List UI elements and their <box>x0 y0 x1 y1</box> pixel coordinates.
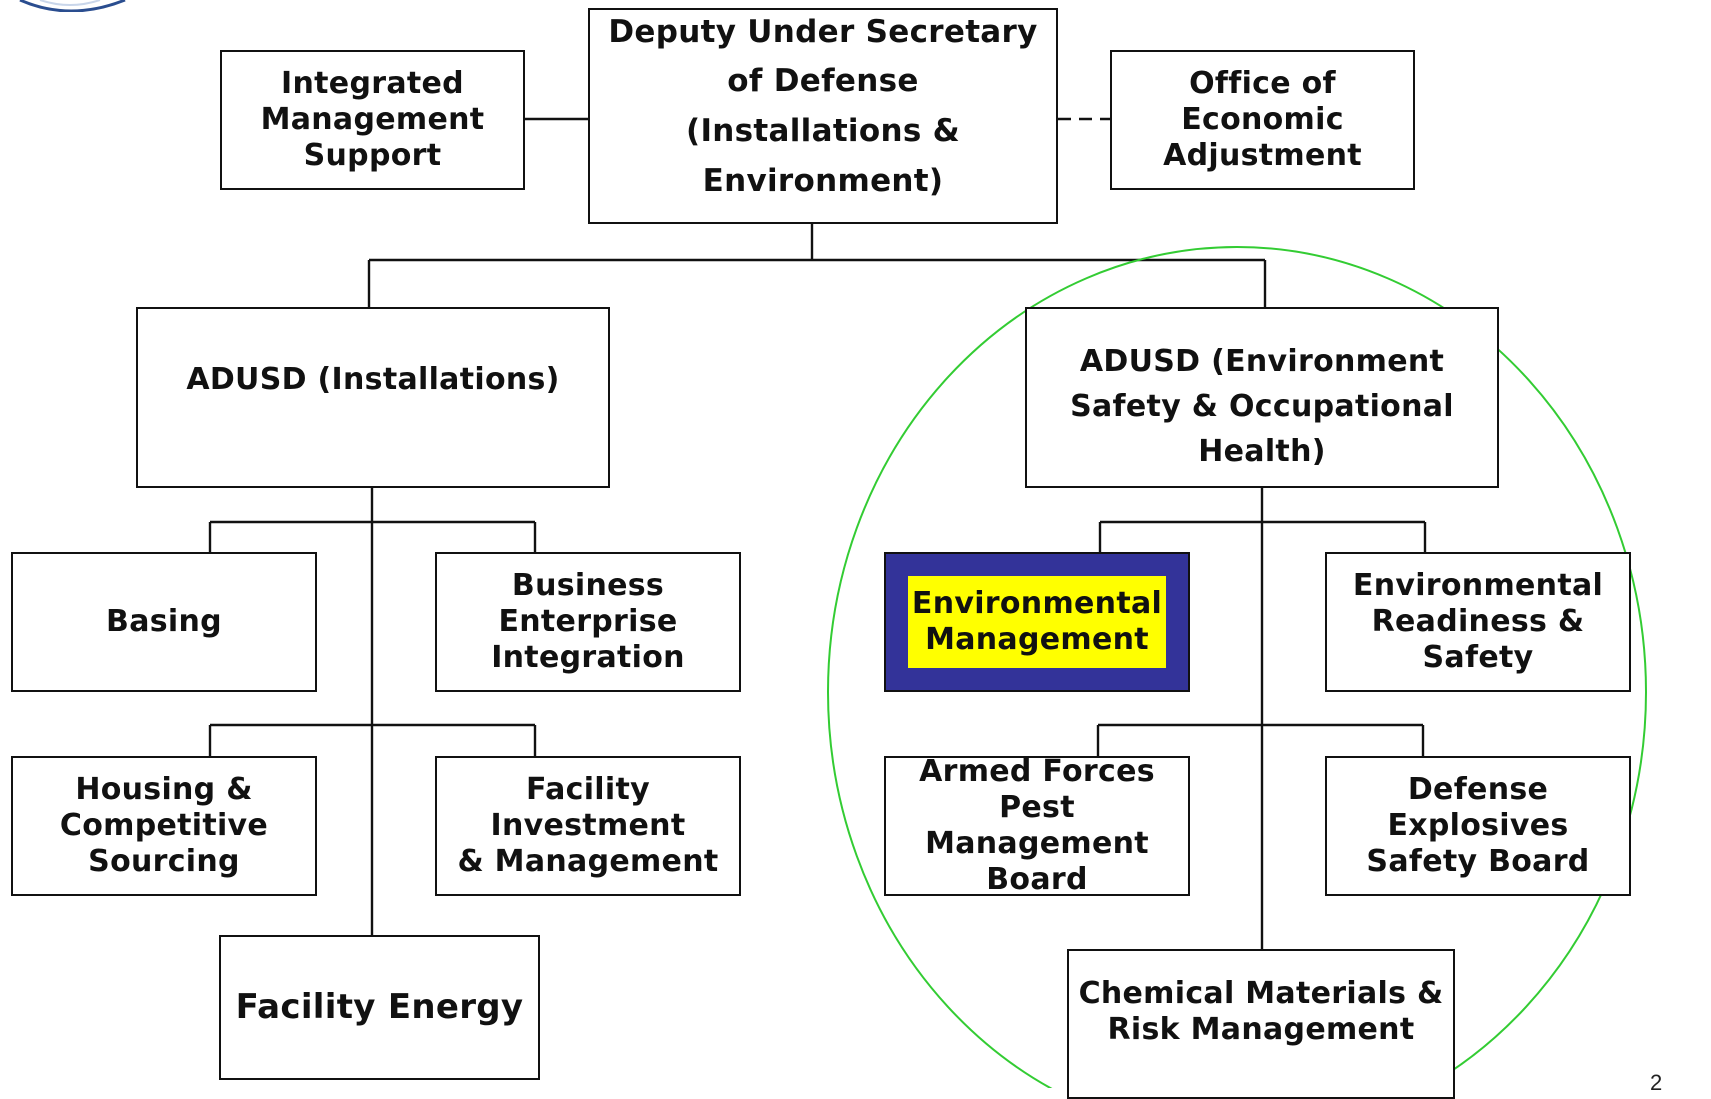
seal-logo <box>19 0 126 12</box>
box-environmental-readiness-safety: Environmental Readiness & Safety <box>1325 552 1631 692</box>
box-housing-label: Housing & Competitive Sourcing <box>59 772 269 879</box>
box-basing-label: Basing <box>106 604 222 640</box>
box-adusd-environment: ADUSD (Environment Safety & Occupational… <box>1025 307 1499 488</box>
box-integrated-management-support: Integrated Management Support <box>220 50 525 190</box>
box-facility-energy: Facility Energy <box>219 935 540 1080</box>
box-adusd-environment-label: ADUSD (Environment Safety & Occupational… <box>1070 344 1454 469</box>
box-desb-label: Defense Explosives Safety Board <box>1366 772 1590 879</box>
box-afpmb-label: Armed Forces Pest Management Board <box>919 754 1155 897</box>
box-bei-label: Business Enterprise Integration <box>491 568 685 675</box>
box-chemical-materials-risk-management: Chemical Materials & Risk Management <box>1067 949 1455 1099</box>
box-dusd-label: Deputy Under Secretary of Defense (Insta… <box>608 13 1038 199</box>
box-env-mgmt-label: Environmental Management <box>911 586 1163 657</box>
box-adusd-installations: ADUSD (Installations) <box>136 307 610 488</box>
box-adusd-installations-label: ADUSD (Installations) <box>186 362 560 397</box>
box-ers-label: Environmental Readiness & Safety <box>1352 568 1604 675</box>
box-fim-label: Facility Investment & Management <box>457 772 719 879</box>
box-cmrm-label: Chemical Materials & Risk Management <box>1078 976 1444 1047</box>
box-energy-label: Facility Energy <box>235 987 524 1028</box>
box-housing-competitive-sourcing: Housing & Competitive Sourcing <box>11 756 317 896</box>
box-armed-forces-pest-management-board: Armed Forces Pest Management Board <box>884 754 1190 897</box>
page-number: 2 <box>1650 1070 1663 1095</box>
box-oea-label: Office of Economic Adjustment <box>1163 66 1362 173</box>
box-ims-label: Integrated Management Support <box>260 66 485 173</box>
box-basing: Basing <box>11 552 317 692</box>
box-defense-explosives-safety-board: Defense Explosives Safety Board <box>1325 756 1631 896</box>
highlight-panel: Environmental Management <box>908 576 1166 668</box>
box-business-enterprise-integration: Business Enterprise Integration <box>435 552 741 692</box>
box-facility-investment-management: Facility Investment & Management <box>435 756 741 896</box>
box-dusd: Deputy Under Secretary of Defense (Insta… <box>588 8 1058 224</box>
box-environmental-management: Environmental Management <box>884 552 1190 692</box>
focus-circle <box>827 246 1647 1088</box>
box-office-economic-adjustment: Office of Economic Adjustment <box>1110 50 1415 190</box>
